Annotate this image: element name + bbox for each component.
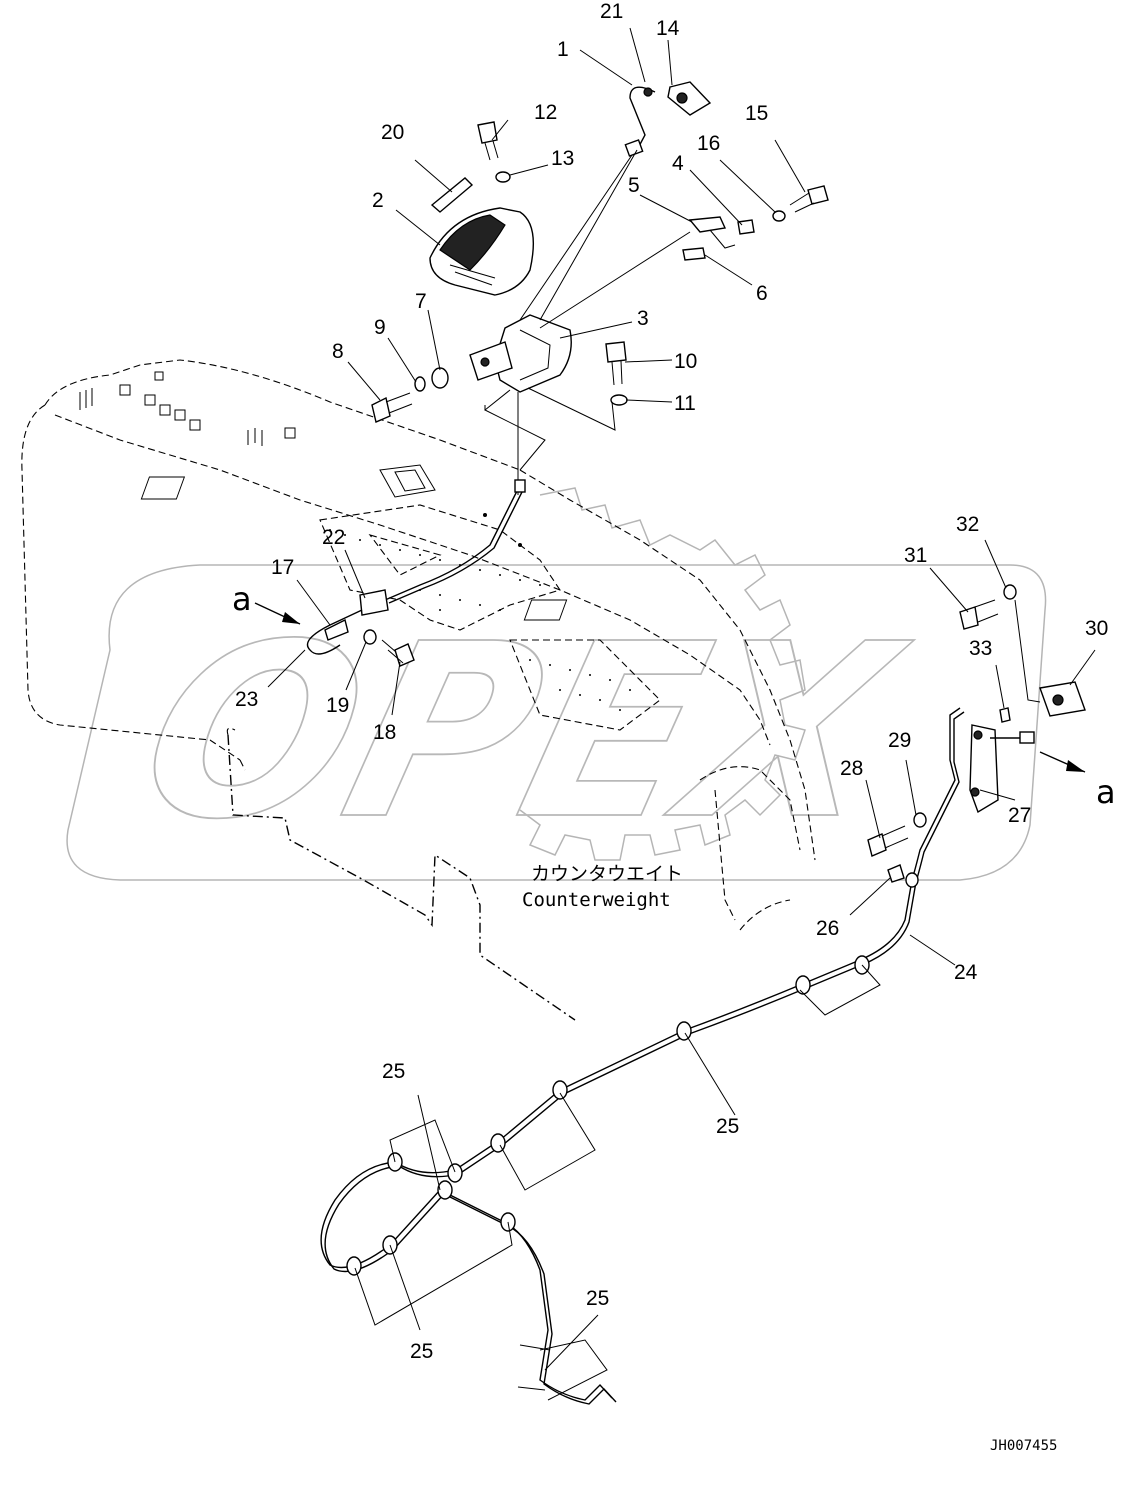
counterweight-label-jp: カウンタウエイト xyxy=(531,863,683,885)
callout-25b: 25 xyxy=(716,1115,739,1138)
callout-2: 2 xyxy=(372,189,384,212)
callout-25d: 25 xyxy=(586,1287,609,1310)
callout-22: 22 xyxy=(322,526,345,549)
callout-8: 8 xyxy=(332,340,344,363)
clip xyxy=(359,589,389,616)
callout-25c: 25 xyxy=(410,1340,433,1363)
view-marker-right: a xyxy=(1096,773,1116,811)
leader-lines xyxy=(267,27,1096,966)
callout-18: 18 xyxy=(373,721,396,744)
callout-26: 26 xyxy=(816,917,839,940)
callout-28: 28 xyxy=(840,757,863,780)
callout-23: 23 xyxy=(235,688,258,711)
right-parts xyxy=(867,584,1086,883)
callout-14: 14 xyxy=(656,17,680,40)
callout-24: 24 xyxy=(954,961,978,984)
callout-19: 19 xyxy=(326,694,349,717)
watermark-gear xyxy=(519,487,806,861)
callout-4: 4 xyxy=(672,152,684,175)
callout-30: 30 xyxy=(1085,617,1108,640)
counterweight-label-en: Counterweight xyxy=(522,889,671,911)
callout-10: 10 xyxy=(674,350,697,373)
callout-27: 27 xyxy=(1008,804,1031,827)
callout-32: 32 xyxy=(956,513,979,536)
callout-21: 21 xyxy=(600,0,623,23)
upper-harness xyxy=(254,479,526,667)
callout-16: 16 xyxy=(697,132,720,155)
callout-31: 31 xyxy=(904,544,927,567)
watermark-text: OPEX xyxy=(118,593,926,872)
callout-7: 7 xyxy=(415,290,427,313)
callout-25a: 25 xyxy=(382,1060,405,1083)
lower-harness xyxy=(320,707,965,1405)
callout-29: 29 xyxy=(888,729,911,752)
callout-17: 17 xyxy=(271,556,294,579)
callout-20: 20 xyxy=(381,121,404,144)
view-marker-left: a xyxy=(232,580,252,618)
switch xyxy=(667,81,712,116)
callout-6: 6 xyxy=(756,282,768,305)
callout-15: 15 xyxy=(745,102,768,125)
callout-1: 1 xyxy=(557,38,569,61)
callout-9: 9 xyxy=(374,316,386,339)
lens xyxy=(430,177,474,213)
counterweight-body xyxy=(21,359,816,1021)
callout-12: 12 xyxy=(534,101,557,124)
callout-numbers: 1 2 3 4 5 6 7 8 9 10 11 12 13 14 15 16 1… xyxy=(235,0,1108,1363)
bracket xyxy=(494,314,572,393)
watermark: OPEX xyxy=(66,487,1047,881)
watermark-outline xyxy=(66,564,1047,881)
callout-3: 3 xyxy=(637,307,649,330)
callout-33: 33 xyxy=(969,637,992,660)
callout-13: 13 xyxy=(551,147,574,170)
lamp-assembly xyxy=(371,81,829,495)
callout-11: 11 xyxy=(674,392,696,415)
callout-5: 5 xyxy=(628,174,640,197)
drawing-code: JH007455 xyxy=(990,1438,1057,1454)
